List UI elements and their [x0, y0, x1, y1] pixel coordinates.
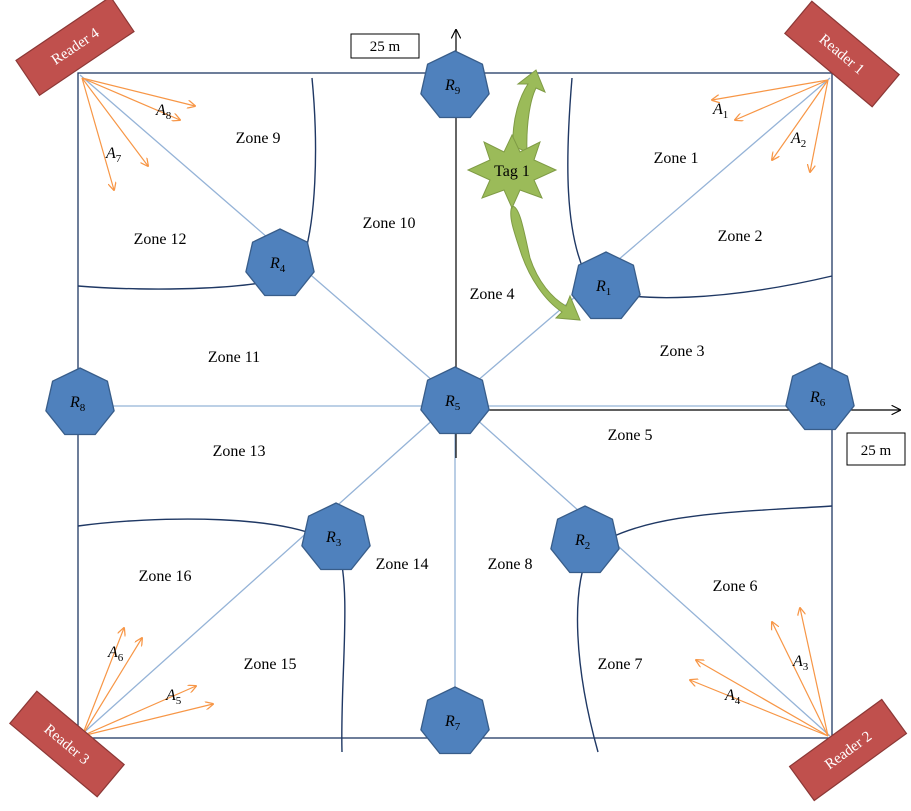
- heptagon-icon: [785, 362, 855, 431]
- reference-node-label: R7: [444, 713, 461, 733]
- heptagon-icon: [420, 686, 490, 755]
- reference-node-label: R9: [444, 77, 461, 97]
- reference-node-label: R8: [69, 394, 86, 414]
- heptagon-icon: [420, 366, 490, 435]
- svg-text:A2: A2: [790, 130, 806, 150]
- reference-node-label: R4: [269, 255, 286, 275]
- tag-path-arrows: [510, 69, 581, 321]
- svg-text:25 m: 25 m: [861, 443, 892, 459]
- heptagon-icon: [571, 251, 641, 320]
- reference-node-r3: R3: [301, 502, 371, 571]
- reference-node-r9: R9: [420, 50, 490, 119]
- heptagon-icon: [45, 367, 115, 436]
- heptagon-icon: [420, 50, 490, 119]
- zone-12-label: Zone 12: [134, 231, 187, 248]
- sight-lines: [78, 74, 832, 737]
- heptagon-icon: [550, 505, 620, 574]
- zone-15-label: Zone 15: [244, 656, 297, 673]
- tag-arrow-up-icon: [512, 69, 546, 153]
- reader-3: Reader 3: [8, 690, 126, 798]
- antenna-label-a2: A2: [790, 130, 806, 150]
- reference-node-r7: R7: [420, 686, 490, 755]
- reference-node-label: R6: [809, 389, 826, 409]
- scale-right: 25 m: [846, 432, 906, 466]
- reference-node-label: R5: [444, 393, 461, 413]
- tag-star-icon: [466, 133, 558, 210]
- antenna-label-a3: A3: [792, 653, 809, 673]
- zone-6-label: Zone 6: [713, 578, 758, 595]
- antenna-label-a8: A8: [155, 102, 172, 122]
- zone-10-label: Zone 10: [363, 215, 416, 232]
- reference-node-label: R3: [325, 529, 342, 549]
- zone-8-label: Zone 8: [488, 556, 533, 573]
- reference-node-label: R1: [595, 278, 611, 298]
- svg-text:25 m: 25 m: [370, 39, 401, 55]
- zone-3-label: Zone 3: [660, 343, 705, 360]
- scale-top: 25 m: [350, 33, 420, 59]
- svg-text:Tag 1: Tag 1: [494, 163, 530, 180]
- zone-16-label: Zone 16: [139, 568, 192, 585]
- svg-text:A6: A6: [107, 644, 124, 664]
- svg-text:A7: A7: [105, 145, 122, 165]
- antenna-label-a6: A6: [107, 644, 124, 664]
- antenna-label-a4: A4: [724, 687, 741, 707]
- reference-node-r5: R5: [420, 366, 490, 435]
- svg-text:A4: A4: [724, 687, 741, 707]
- reference-node-label: R2: [574, 532, 590, 552]
- heptagon-icon: [301, 502, 371, 571]
- reference-node-r6: R6: [785, 362, 855, 431]
- heptagon-icon: [245, 228, 315, 297]
- zone-14-label: Zone 14: [376, 556, 429, 573]
- tag-arrow-down-icon: [510, 205, 581, 321]
- reference-node-r4: R4: [245, 228, 315, 297]
- zone-1-label: Zone 1: [654, 150, 699, 167]
- antenna-label-a5: A5: [165, 687, 182, 707]
- reference-node-r8: R8: [45, 367, 115, 436]
- reference-node-r1: R1: [571, 251, 641, 320]
- zone-4-label: Zone 4: [470, 286, 515, 303]
- antenna-label-a7: A7: [105, 145, 122, 165]
- zone-9-label: Zone 9: [236, 130, 281, 147]
- svg-text:A3: A3: [792, 653, 809, 673]
- tag-1: Tag 1: [466, 133, 558, 210]
- zone-13-label: Zone 13: [213, 443, 266, 460]
- antenna-label-a1: A1: [712, 101, 728, 121]
- zone-7-label: Zone 7: [598, 656, 643, 673]
- svg-text:A5: A5: [165, 687, 182, 707]
- reference-node-r2: R2: [550, 505, 620, 574]
- zone-2-label: Zone 2: [718, 228, 763, 245]
- svg-text:A8: A8: [155, 102, 172, 122]
- zone-5-label: Zone 5: [608, 427, 653, 444]
- reader-4: Reader 4: [15, 0, 135, 97]
- zone-11-label: Zone 11: [208, 349, 260, 366]
- antenna-arrows: [81, 77, 829, 737]
- svg-text:A1: A1: [712, 101, 728, 121]
